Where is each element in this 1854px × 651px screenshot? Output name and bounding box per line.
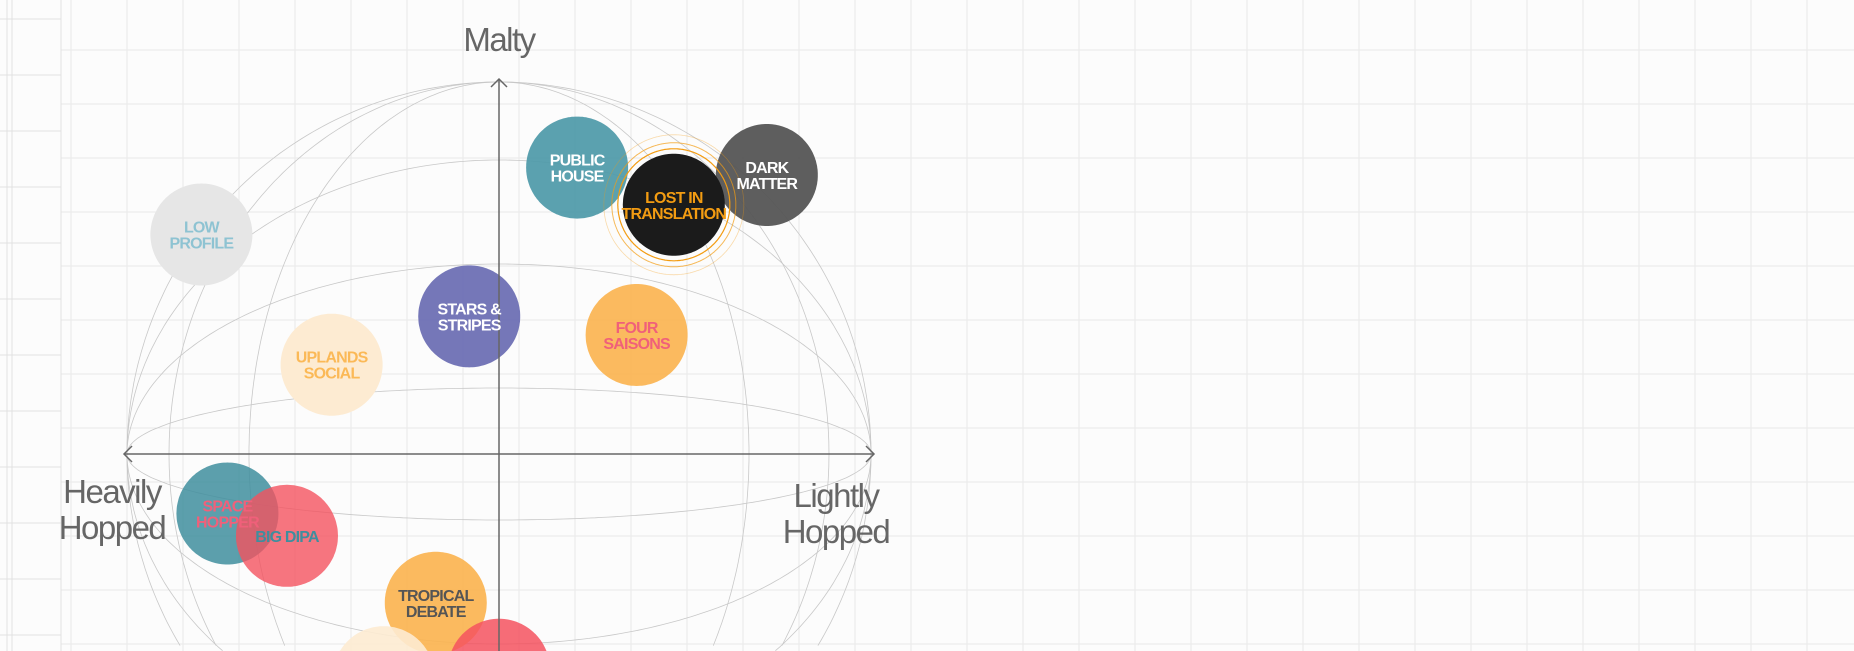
bubble-label: BIG DIPA [255,529,320,546]
highlight-ring [617,148,731,262]
beer-bubble[interactable] [603,134,745,276]
bubble-mark[interactable] [384,551,487,651]
bubble-mark[interactable] [622,153,725,256]
bubble-label: PUBLIC [550,153,606,170]
beer-bubble[interactable] [715,124,818,226]
bubble-mark[interactable] [585,284,688,386]
bubble-mark[interactable] [236,484,338,587]
y-axis-arrow-icon [490,77,508,88]
bubble-label: STRIPES [438,317,502,334]
bubble-label: HOUSE [551,169,605,186]
bubble-mark[interactable] [526,116,629,219]
axis-label-lightly-hopped: Lightly Hopped [782,477,891,550]
bubble-label: UPLANDS [296,350,369,367]
beer-bubble[interactable] [150,183,253,286]
bubble-label: DARK [745,160,789,177]
bubble-label: DEBATE [406,604,467,621]
axes [122,77,876,651]
beer-bubbles [150,116,818,651]
x-axis-left-arrow-icon [122,445,133,463]
beer-bubble[interactable] [236,484,338,587]
beer-bubble[interactable] [585,284,688,386]
bubble-mark[interactable] [150,183,253,286]
bubble-label: MATTER [737,176,799,193]
bubble-label: SOCIAL [304,366,361,383]
bubble-mark[interactable] [332,626,435,651]
bubble-label: LOW [184,220,221,237]
highlight-ring [611,142,737,268]
beer-bubble[interactable] [332,626,435,651]
beer-bubble[interactable] [384,551,487,651]
x-axis-right-arrow-icon [865,445,876,463]
bubble-label: SAISONS [603,336,671,353]
bubble-mark[interactable] [418,265,521,368]
beer-bubble[interactable] [418,265,521,368]
bubble-label: FOUR [616,320,659,337]
bubble-label: TRANSLATION [622,206,727,223]
beer-bubble[interactable] [280,313,383,416]
bubble-label: LOST IN [645,190,703,207]
bubble-mark[interactable] [715,124,818,226]
bubble-label: HOPPER [196,515,260,532]
bubble-label: SPACE [202,499,253,516]
sphere-wireframe [126,81,872,651]
highlight-ring [603,134,745,276]
beer-bubble[interactable] [526,116,629,219]
bubble-mark[interactable] [280,313,383,416]
axis-label-heavily-hopped: Heavily Hopped [58,473,167,546]
sphere-latitude [126,159,872,651]
axis-label-malty: Malty [463,21,536,58]
bubble-label: TROPICAL [398,588,474,605]
sphere-outline [126,81,872,646]
sphere-meridian [168,81,830,646]
bubble-label: PROFILE [170,236,235,253]
bubble-label: STARS & [438,301,503,318]
